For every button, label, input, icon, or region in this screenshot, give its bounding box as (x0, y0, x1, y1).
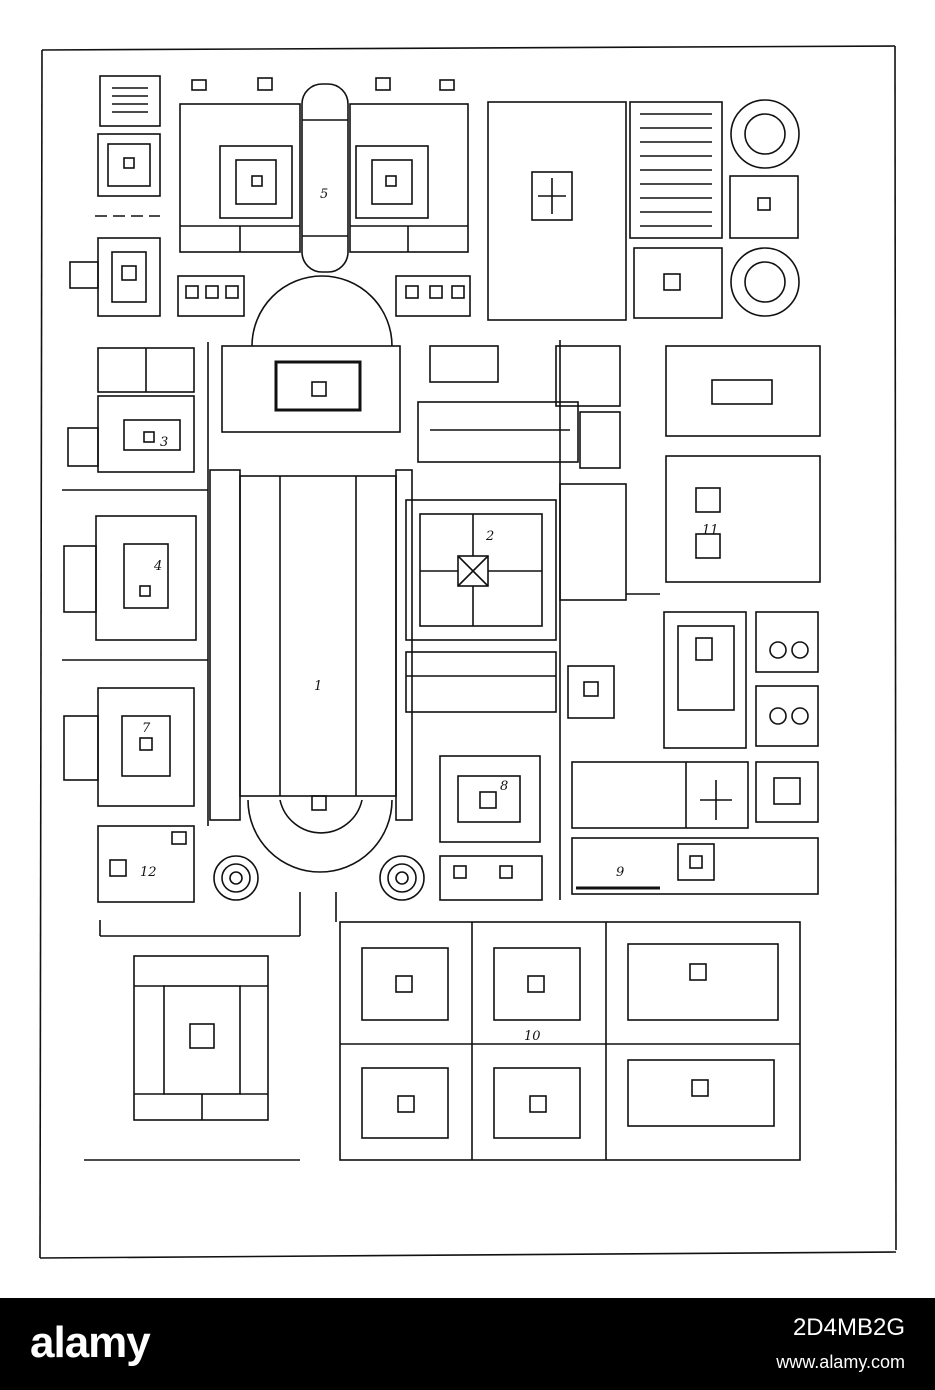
connecting-walls (207, 340, 660, 936)
brand-logo: alamy (30, 1318, 151, 1367)
site-url: www.alamy.com (776, 1352, 905, 1372)
image-meta: 2D4MB2G www.alamy.com (776, 1314, 905, 1373)
garden-plots (487, 99, 800, 321)
refectory-block (417, 345, 627, 719)
label-4: 4 (153, 559, 162, 574)
label-1: 1 (314, 679, 322, 694)
novice-house (84, 955, 300, 1161)
label-9: 9 (616, 865, 624, 880)
main-cloister (405, 499, 557, 713)
left-buildings (62, 347, 300, 937)
guest-house (439, 755, 543, 901)
label-12: 12 (140, 865, 157, 880)
label-2: 2 (485, 529, 494, 544)
lower-grid (339, 921, 801, 1161)
plan-border (39, 45, 897, 1259)
label-7: 7 (142, 721, 151, 736)
label-5: 5 (320, 187, 328, 202)
abbey-church (209, 275, 425, 901)
stock-watermark-bar: alamy 2D4MB2G www.alamy.com (0, 1298, 935, 1390)
image-id: 2D4MB2G (792, 1314, 905, 1341)
right-buildings (663, 345, 821, 823)
label-11: 11 (702, 523, 719, 538)
label-3: 3 (160, 435, 168, 450)
floor-plan-drawing: 1 2 3 4 5 7 8 9 10 11 12 (39, 45, 897, 1259)
top-left-buildings (69, 75, 471, 317)
workshops-block (571, 761, 819, 895)
label-8: 8 (500, 779, 508, 794)
twin-cloisters (179, 77, 469, 273)
label-10: 10 (524, 1029, 541, 1044)
